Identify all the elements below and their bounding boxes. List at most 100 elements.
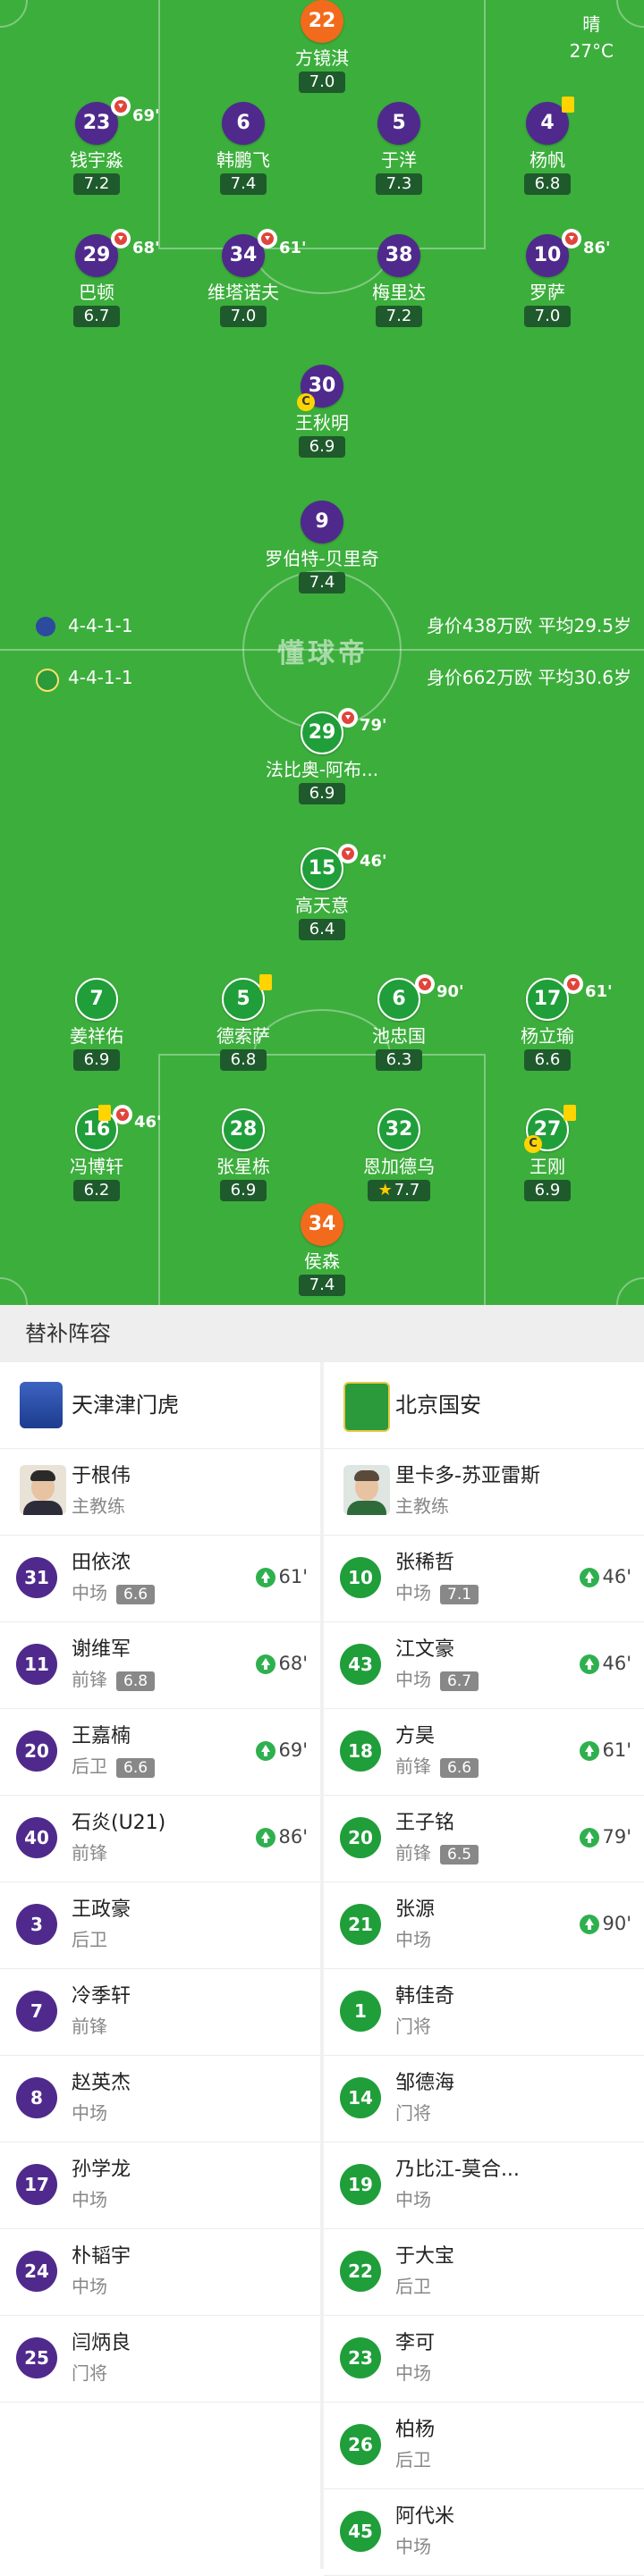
player-home-st[interactable]: 9 罗伯特-贝里奇 7.4 [233, 501, 411, 593]
player-away-m3[interactable]: 6 90' 池忠国 6.3 [309, 974, 488, 1071]
player-home-d1[interactable]: 23 69' 钱宇淼 7.2 [7, 97, 186, 195]
player-away-d4[interactable]: 27 C 王刚 6.9 [458, 1105, 637, 1201]
shirt-number: 1 [340, 1991, 381, 2032]
player-home-d3[interactable]: 5 于洋 7.3 [309, 102, 488, 195]
player-rating: 6.8 [219, 1049, 267, 1071]
away-team-logo-icon [343, 1382, 390, 1432]
yellow-card-icon [562, 97, 574, 113]
sub-out-icon [111, 97, 131, 116]
player-away-am[interactable]: 15 46' 高天意 6.4 [233, 844, 411, 940]
sub-in-time: 68' [278, 1653, 309, 1674]
player-away-d2[interactable]: 28 张星栋 6.9 [154, 1108, 333, 1201]
player-name: 韩佳奇 [395, 1985, 455, 2008]
sub-time: 90' [436, 982, 464, 1001]
player-away-st[interactable]: 29 79' 法比奥-阿布... 6.9 [233, 708, 411, 804]
player-position: 前锋 [72, 1842, 107, 1864]
player-away-m2[interactable]: 5 德索萨 6.8 [154, 974, 333, 1071]
home-coach-row[interactable]: 于根伟 主教练 [0, 1449, 320, 1536]
player-position: 中场 [72, 2276, 107, 2297]
shirt-number: 23 [340, 2337, 381, 2378]
shirt-number: 34 [301, 1203, 343, 1246]
shirt-number: 17 61' [526, 974, 613, 1021]
yellow-card-icon [259, 974, 272, 990]
player-position-line: 中场 [72, 2274, 107, 2299]
player-position-line: 中场 [395, 2534, 431, 2559]
coach-avatar [20, 1465, 66, 1515]
sub-in-indicator: 61' [255, 1564, 308, 1589]
player-home-m2[interactable]: 34 61' 维塔诺夫 7.0 [154, 229, 333, 327]
player-position: 前锋 [72, 2016, 107, 2037]
shirt-number: 11 [16, 1644, 57, 1685]
shirt-number: 20 [340, 1817, 381, 1858]
player-away-d1[interactable]: 16 46' 冯博轩 6.2 [7, 1105, 186, 1201]
shirt-number: 22 [301, 0, 343, 43]
player-rating: 6.9 [72, 1049, 121, 1071]
player-home-am[interactable]: 30 C 王秋明 6.9 [233, 365, 411, 458]
sub-time: 79' [360, 716, 387, 735]
sub-time: 46' [134, 1113, 162, 1132]
player-home-m4[interactable]: 10 86' 罗萨 7.0 [458, 229, 637, 327]
star-icon: ★ [377, 1181, 393, 1200]
player-position-line: 中场 [72, 2187, 107, 2212]
player-position-line: 后卫 [395, 2274, 431, 2299]
player-home-gk[interactable]: 22 方镜淇 7.0 [233, 0, 411, 93]
player-away-m1[interactable]: 7 姜祥佑 6.9 [7, 978, 186, 1071]
watermark: 懂球帝 [277, 638, 369, 669]
player-home-m3[interactable]: 38 梅里达 7.2 [309, 234, 488, 327]
player-position-line: 门将 [395, 2100, 431, 2126]
player-home-m1[interactable]: 29 68' 巴顿 6.7 [7, 229, 186, 327]
sub-in-indicator: 46' [579, 1564, 631, 1589]
away-coach-row[interactable]: 里卡多-苏亚雷斯 主教练 [324, 1449, 644, 1536]
sub-in-time: 86' [278, 1826, 309, 1848]
player-home-d2[interactable]: 6 韩鹏飞 7.4 [154, 102, 333, 195]
sub-in-time: 90' [602, 1913, 632, 1934]
shirt-number: 10 [340, 1557, 381, 1598]
player-rating: 7.4 [219, 173, 267, 195]
player-away-d3[interactable]: 32 恩加德乌 ★7.7 [309, 1108, 488, 1201]
home-team-header[interactable]: 天津津门虎 [0, 1362, 320, 1449]
player-name: 石炎(U21) [72, 1812, 166, 1834]
shirt-number: 18 [340, 1730, 381, 1772]
sub-out-icon [111, 229, 131, 248]
player-position: 后卫 [72, 1755, 107, 1777]
player-rating: 6.9 [523, 1180, 572, 1201]
sub-in-arrow-icon [579, 1741, 599, 1761]
shirt-number: 27 C [524, 1105, 576, 1153]
sub-in-arrow-icon [255, 1568, 275, 1587]
player-away-gk[interactable]: 34 侯森 7.4 [233, 1203, 411, 1296]
shirt-number: 6 90' [377, 974, 464, 1021]
shirt-number: 34 61' [222, 229, 307, 277]
player-away-m4[interactable]: 17 61' 杨立瑜 6.6 [458, 974, 637, 1071]
away-team-header[interactable]: 北京国安 [324, 1362, 644, 1449]
player-rating: 6.8 [116, 1671, 156, 1691]
player-home-d4[interactable]: 4 杨帆 6.8 [458, 97, 637, 195]
